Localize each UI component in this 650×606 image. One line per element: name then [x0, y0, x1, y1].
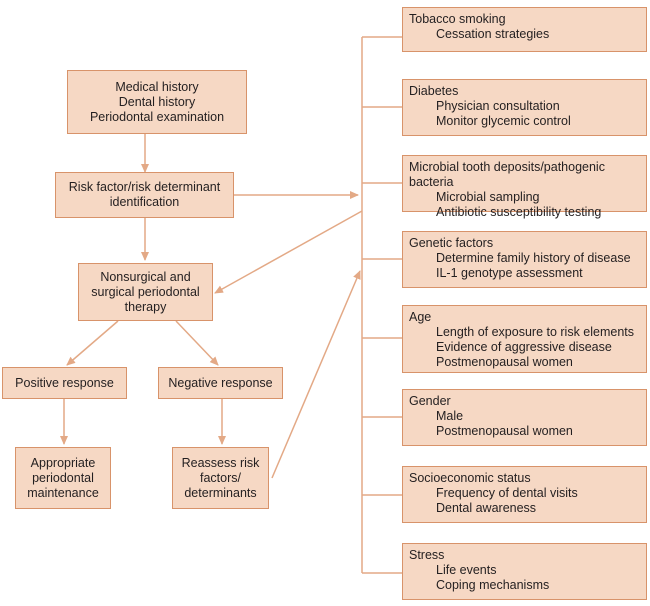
history-line-3: Periodontal examination	[89, 109, 225, 124]
arrow-therapy-to-positive	[66, 320, 119, 366]
maintenance-line-3: maintenance	[27, 485, 99, 500]
risk-factor-item: Microbial sampling	[436, 190, 540, 204]
risk-factor-item: Cessation strategies	[436, 27, 550, 41]
risk-factor-item: Physician consultation	[436, 99, 560, 113]
risk-factor-microbial: Microbial tooth deposits/pathogenic bact…	[402, 155, 647, 219]
risk-factor-item: Monitor glycemic control	[436, 114, 571, 128]
risk-factor-item: Life events	[436, 563, 497, 577]
positive-response-label: Positive response	[15, 375, 114, 390]
history-line-1: Medical history	[115, 79, 199, 94]
risk-factor-item: Postmenopausal women	[436, 424, 573, 438]
therapy-line-2: surgical periodontal	[91, 284, 200, 299]
arrow-reassess-to-bracket	[271, 270, 361, 479]
therapy-line-3: therapy	[124, 299, 167, 314]
risk-factor-item: Antibiotic susceptibility testing	[436, 205, 602, 219]
reassess-box: Reassess risk factors/ determinants	[172, 447, 269, 509]
risk-factor-title: Microbial tooth deposits/pathogenic bact…	[409, 160, 605, 189]
risk-factor-item: Frequency of dental visits	[436, 486, 578, 500]
arrow-therapy-to-negative	[175, 320, 219, 366]
risk-id-line-1: Risk factor/risk determinant	[68, 180, 221, 194]
reassess-line-1: Reassess risk	[181, 455, 260, 470]
risk-factor-gender: Gender Male Postmenopausal women	[402, 389, 647, 446]
negative-response-label: Negative response	[168, 375, 273, 390]
risk-id-line-2: identification	[109, 195, 180, 209]
history-box: Medical history Dental history Periodont…	[67, 70, 247, 134]
therapy-line-1: Nonsurgical and	[100, 269, 191, 284]
risk-factor-item: Evidence of aggressive disease	[436, 340, 612, 354]
risk-factor-stress: Stress Life events Coping mechanisms	[402, 543, 647, 600]
risk-factor-title: Socioeconomic status	[409, 471, 531, 485]
risk-factor-title: Age	[409, 310, 432, 324]
risk-factor-title: Stress	[409, 548, 445, 562]
reassess-line-2: factors/	[199, 470, 241, 485]
maintenance-box: Appropriate periodontal maintenance	[15, 447, 111, 509]
risk-factor-title: Tobacco smoking	[409, 12, 506, 26]
risk-factor-item: Length of exposure to risk elements	[436, 325, 635, 339]
risk-factor-title: Genetic factors	[409, 236, 494, 250]
risk-factor-item: Male	[436, 409, 464, 423]
risk-factor-item: IL-1 genotype assessment	[436, 266, 583, 280]
risk-factor-item: Dental awareness	[436, 501, 537, 515]
history-line-2: Dental history	[118, 94, 196, 109]
risk-factor-diabetes: Diabetes Physician consultation Monitor …	[402, 79, 647, 136]
positive-response-box: Positive response	[2, 367, 127, 399]
risk-factor-item: Coping mechanisms	[436, 578, 550, 592]
risk-factor-tobacco: Tobacco smoking Cessation strategies	[402, 7, 647, 52]
risk-factor-item: Determine family history of disease	[436, 251, 631, 265]
arrow-bracket-to-therapy	[214, 210, 363, 294]
negative-response-box: Negative response	[158, 367, 283, 399]
maintenance-line-1: Appropriate	[30, 455, 96, 470]
risk-factor-genetic: Genetic factors Determine family history…	[402, 231, 647, 288]
reassess-line-3: determinants	[184, 485, 257, 500]
risk-factor-socioeconomic: Socioeconomic status Frequency of dental…	[402, 466, 647, 523]
risk-factor-age: Age Length of exposure to risk elements …	[402, 305, 647, 373]
risk-factor-title: Diabetes	[409, 84, 459, 98]
risk-factor-title: Gender	[409, 394, 451, 408]
risk-factor-item: Postmenopausal women	[436, 355, 573, 369]
therapy-box: Nonsurgical and surgical periodontal the…	[78, 263, 213, 321]
risk-identification-box: Risk factor/risk determinant identificat…	[55, 172, 234, 218]
maintenance-line-2: periodontal	[32, 470, 94, 485]
